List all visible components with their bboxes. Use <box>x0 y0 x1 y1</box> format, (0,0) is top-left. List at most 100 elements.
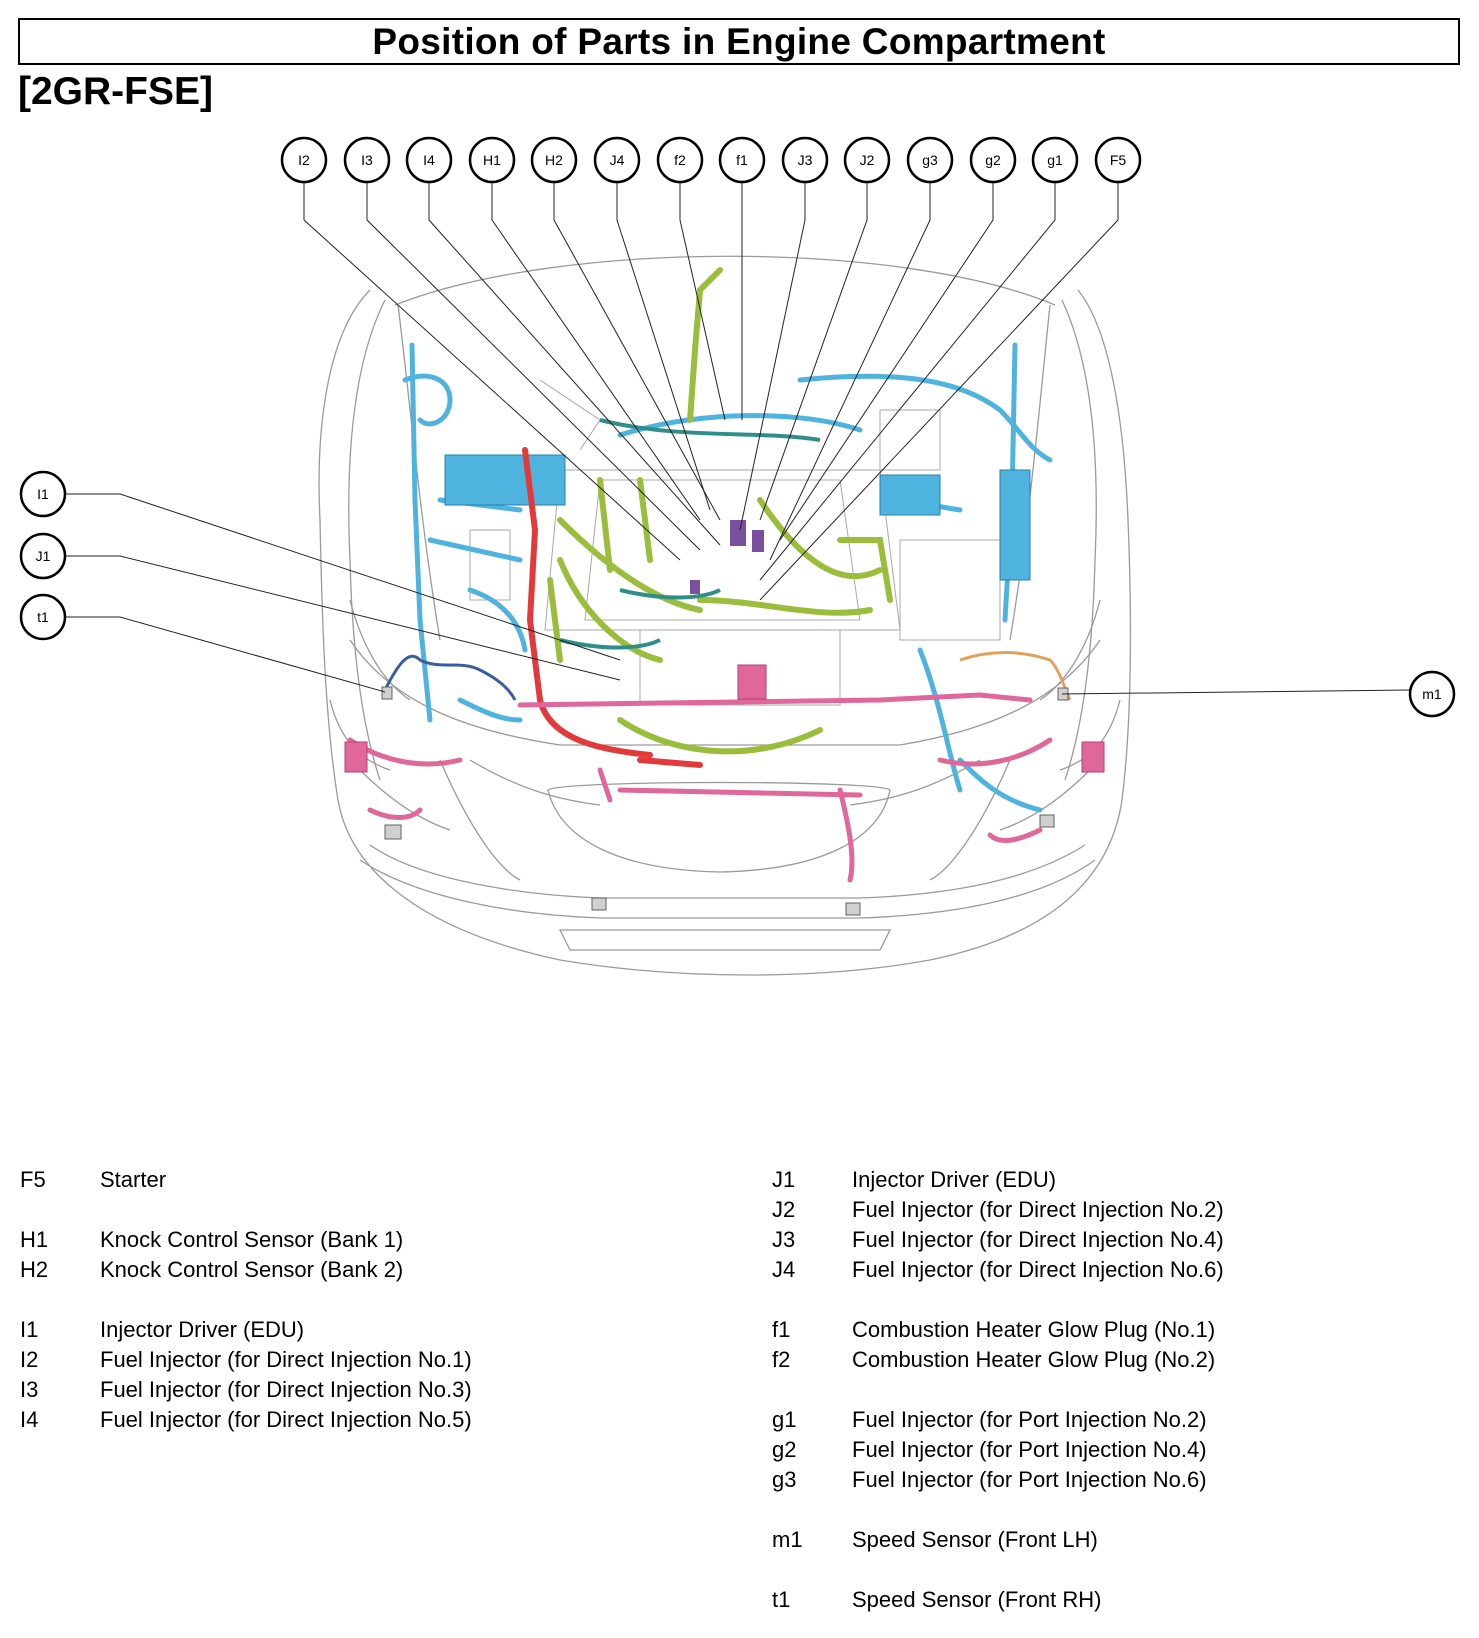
callout-f1: f1 <box>718 136 766 184</box>
legend-desc: Combustion Heater Glow Plug (No.1) <box>852 1317 1216 1342</box>
legend-code: f1 <box>772 1317 791 1342</box>
callout-circle <box>718 136 766 184</box>
callout-label: g1 <box>1047 152 1063 168</box>
legend-code: H2 <box>20 1257 49 1282</box>
callout-label: f1 <box>736 152 748 168</box>
legend-row: g2 Fuel Injector (for Port Injection No.4… <box>772 1435 1224 1465</box>
legend-desc: Speed Sensor (Front LH) <box>852 1527 1098 1552</box>
grey-connectors <box>381 686 1069 916</box>
callout-t1: t1 <box>19 593 67 641</box>
legend-desc: Combustion Heater Glow Plug (No.2) <box>852 1347 1216 1372</box>
legend-desc: Fuel Injector (for Port Injection No.4) <box>852 1437 1207 1462</box>
callout-label: m1 <box>1422 686 1442 702</box>
legend-desc: Fuel Injector (for Direct Injection No.5… <box>100 1407 472 1432</box>
callout-label: I2 <box>298 152 310 168</box>
legend-row: F5 Starter <box>20 1165 472 1195</box>
callout-circle <box>1094 136 1142 184</box>
legend-desc: Fuel Injector (for Direct Injection No.2… <box>852 1197 1224 1222</box>
callout-label: J3 <box>798 152 813 168</box>
legend-row: I2 Fuel Injector (for Direct Injection No… <box>20 1345 472 1375</box>
legend-desc: Fuel Injector (for Port Injection No.2) <box>852 1407 1207 1432</box>
callout-circle <box>468 136 516 184</box>
pink-harness <box>344 664 1105 883</box>
callout-circle <box>19 470 67 518</box>
red-harness <box>522 447 703 768</box>
callout-label: J1 <box>36 548 51 564</box>
legend-desc: Speed Sensor (Front RH) <box>852 1587 1102 1612</box>
callout-circle <box>781 136 829 184</box>
title-box: Position of Parts in Engine Compartment <box>18 18 1460 65</box>
callout-label: H1 <box>483 152 501 168</box>
callout-circle <box>343 136 391 184</box>
legend-row: f1 Combustion Heater Glow Plug (No.1) <box>772 1315 1224 1345</box>
legend-desc: Injector Driver (EDU) <box>852 1167 1057 1192</box>
navy-harness <box>383 654 517 701</box>
legend-row: g1 Fuel Injector (for Port Injection No.2… <box>772 1405 1224 1435</box>
callout-J1: J1 <box>19 532 67 580</box>
callout-J3: J3 <box>781 136 829 184</box>
legend-code: I1 <box>20 1317 39 1342</box>
callout-label: J2 <box>860 152 875 168</box>
callout-circle <box>19 593 67 641</box>
callout-circle <box>405 136 453 184</box>
callout-circle <box>1408 670 1456 718</box>
callout-circle <box>593 136 641 184</box>
legend-code: m1 <box>772 1527 803 1552</box>
callout-H2: H2 <box>530 136 578 184</box>
callout-I1: I1 <box>19 470 67 518</box>
engine-code-subtitle: [2GR-FSE] <box>18 70 213 113</box>
callout-label: t1 <box>37 609 49 625</box>
callout-label: f2 <box>674 152 686 168</box>
callout-H1: H1 <box>468 136 516 184</box>
callout-g3: g3 <box>906 136 954 184</box>
callout-circle <box>656 136 704 184</box>
legend-desc: Injector Driver (EDU) <box>100 1317 305 1342</box>
orange-harness <box>959 651 1072 701</box>
callout-label: F5 <box>1110 152 1127 168</box>
legend-row: f2 Combustion Heater Glow Plug (No.2) <box>772 1345 1224 1375</box>
callout-I3: I3 <box>343 136 391 184</box>
legend-code: g2 <box>772 1437 797 1462</box>
legend-desc: Fuel Injector (for Direct Injection No.4… <box>852 1227 1224 1252</box>
blue-harness <box>402 342 1053 813</box>
legend-code: t1 <box>772 1587 791 1612</box>
engine-block <box>469 379 1001 706</box>
purple-connectors <box>690 520 764 594</box>
callout-circle <box>969 136 1017 184</box>
legend-row: I4 Fuel Injector (for Direct Injection No… <box>20 1405 472 1435</box>
legend-code: I3 <box>20 1377 39 1402</box>
legend-code: I2 <box>20 1347 39 1372</box>
callouts-top: I2 I3 I4 H1 H2 J4 f2 f1 J3 J2 g3 g2 g1 F… <box>280 136 1142 184</box>
callout-m1: m1 <box>1408 670 1456 718</box>
page-title: Position of Parts in Engine Compartment <box>372 20 1106 62</box>
callout-F5: F5 <box>1094 136 1142 184</box>
callout-circle <box>19 532 67 580</box>
legend-code: f2 <box>772 1347 791 1372</box>
green-harness <box>547 267 893 755</box>
legend-desc: Knock Control Sensor (Bank 1) <box>100 1227 404 1252</box>
legend-desc: Starter <box>100 1167 167 1192</box>
callout-label: J4 <box>610 152 625 168</box>
callout-label: I4 <box>423 152 435 168</box>
legend-code: g3 <box>772 1467 797 1492</box>
legend-code: F5 <box>20 1167 46 1192</box>
legend-code: g1 <box>772 1407 797 1432</box>
leader-lines <box>66 182 1410 695</box>
legend-desc: Fuel Injector (for Direct Injection No.1… <box>100 1347 472 1372</box>
callout-label: g2 <box>985 152 1001 168</box>
callout-label: I3 <box>361 152 373 168</box>
callout-circle <box>280 136 328 184</box>
engine-compartment-diagram: I2 I3 I4 H1 H2 J4 f2 f1 J3 J2 g3 g2 g1 F… <box>19 136 1456 976</box>
callout-I4: I4 <box>405 136 453 184</box>
callout-g2: g2 <box>969 136 1017 184</box>
legend-code: I4 <box>20 1407 39 1432</box>
